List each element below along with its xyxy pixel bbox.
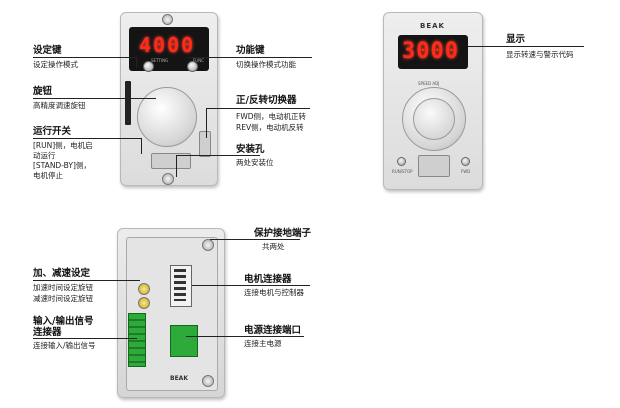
controller-front-1: 4000 SETTING FUNC xyxy=(120,12,218,186)
func-key-label: FUNC xyxy=(193,58,205,63)
accel-desc1: 加速时间设定旋钮 xyxy=(33,283,93,292)
io-title1: 输入/输出信号 xyxy=(33,316,94,327)
fwd-rev-title: 正/反转切换器 xyxy=(236,95,297,106)
knob-title: 旋钮 xyxy=(33,86,53,97)
mount-hole-desc: 两处安装位 xyxy=(236,158,274,167)
func-key-leader xyxy=(188,57,312,58)
power-icon xyxy=(397,157,406,166)
ground-terminal-bottom-icon xyxy=(202,375,214,387)
run-switch-leader xyxy=(33,138,141,139)
mount-hole-top-icon xyxy=(162,14,173,25)
power-port-desc: 连接主电源 xyxy=(244,339,282,348)
run-switch-desc1: [RUN]侧，电机启 xyxy=(33,141,93,150)
motor-conn-desc: 连接电机与控制器 xyxy=(244,288,304,297)
knob-leader xyxy=(33,98,156,99)
power-port-title: 电源连接端口 xyxy=(244,325,302,336)
func-key-button[interactable] xyxy=(187,61,198,72)
display-panel-2: 3000 xyxy=(398,35,468,69)
display-leader xyxy=(468,46,584,47)
set-key-title: 设定键 xyxy=(33,45,62,56)
set-key-leader xyxy=(33,57,136,58)
decel-dial[interactable] xyxy=(138,297,150,309)
ground-terminal-top-icon xyxy=(202,239,214,251)
run-switch-desc3: [STAND-BY]侧， xyxy=(33,161,91,170)
speed-knob[interactable] xyxy=(137,87,197,147)
run-stop-switch[interactable] xyxy=(418,155,450,177)
func-key-desc: 切换操作模式功能 xyxy=(236,60,296,69)
ground-leader xyxy=(210,239,300,240)
fwd-caption: FWD xyxy=(461,169,471,174)
motor-conn-leader xyxy=(192,285,310,286)
display-panel: 4000 SETTING FUNC xyxy=(129,27,209,72)
io-leader xyxy=(33,338,137,339)
knob-desc: 高精度调速旋钮 xyxy=(33,101,86,110)
run-switch-desc4: 电机停止 xyxy=(33,171,63,180)
mount-hole-title: 安装孔 xyxy=(236,144,265,155)
display-desc: 显示转速与警示代码 xyxy=(506,50,574,59)
fwd-rev-leader xyxy=(206,108,310,109)
io-title2: 连接器 xyxy=(33,327,62,338)
controller-front-2: BEAK 3000 SPEED ADJ RUN/STOP FWD xyxy=(383,12,483,190)
display-readout: 4000 xyxy=(139,33,196,57)
set-key-label: SETTING xyxy=(151,58,169,63)
controller-back: BEAK xyxy=(117,228,225,398)
knob-caption: SPEED ADJ xyxy=(418,81,440,86)
fwd-rev-desc1: FWD侧，电动机正转 xyxy=(236,112,307,121)
direction-icon xyxy=(461,157,470,166)
ground-title: 保护接地端子 xyxy=(254,228,312,239)
brand-logo: BEAK xyxy=(420,22,445,30)
run-switch-title: 运行开关 xyxy=(33,126,72,137)
accel-desc2: 减速时间设定旋钮 xyxy=(33,294,93,303)
fwd-rev-switch[interactable] xyxy=(199,131,211,157)
run-stop-caption: RUN/STOP xyxy=(392,169,413,174)
display-title: 显示 xyxy=(506,34,526,45)
set-key-button[interactable] xyxy=(143,61,154,72)
run-switch-desc2: 动运行 xyxy=(33,151,56,160)
knob-slot xyxy=(125,81,131,125)
io-desc: 连接输入/输出信号 xyxy=(33,341,96,350)
display-readout-2: 3000 xyxy=(402,39,459,64)
accel-title: 加、减速设定 xyxy=(33,268,91,279)
accel-dial[interactable] xyxy=(138,283,150,295)
fwd-rev-desc2: REV侧，电动机反转 xyxy=(236,123,304,132)
ground-desc: 共两处 xyxy=(262,242,285,251)
mount-hole-leader xyxy=(176,155,260,156)
func-key-title: 功能键 xyxy=(236,45,265,56)
power-connector xyxy=(170,325,198,357)
set-key-desc: 设定操作模式 xyxy=(33,60,78,69)
mount-hole-icon xyxy=(162,173,174,185)
motor-conn-title: 电机连接器 xyxy=(244,274,292,285)
power-port-leader xyxy=(186,336,304,337)
brand-logo-back: BEAK xyxy=(170,375,188,382)
run-switch[interactable] xyxy=(151,153,191,169)
accel-leader xyxy=(33,280,140,281)
io-connector xyxy=(128,313,146,367)
